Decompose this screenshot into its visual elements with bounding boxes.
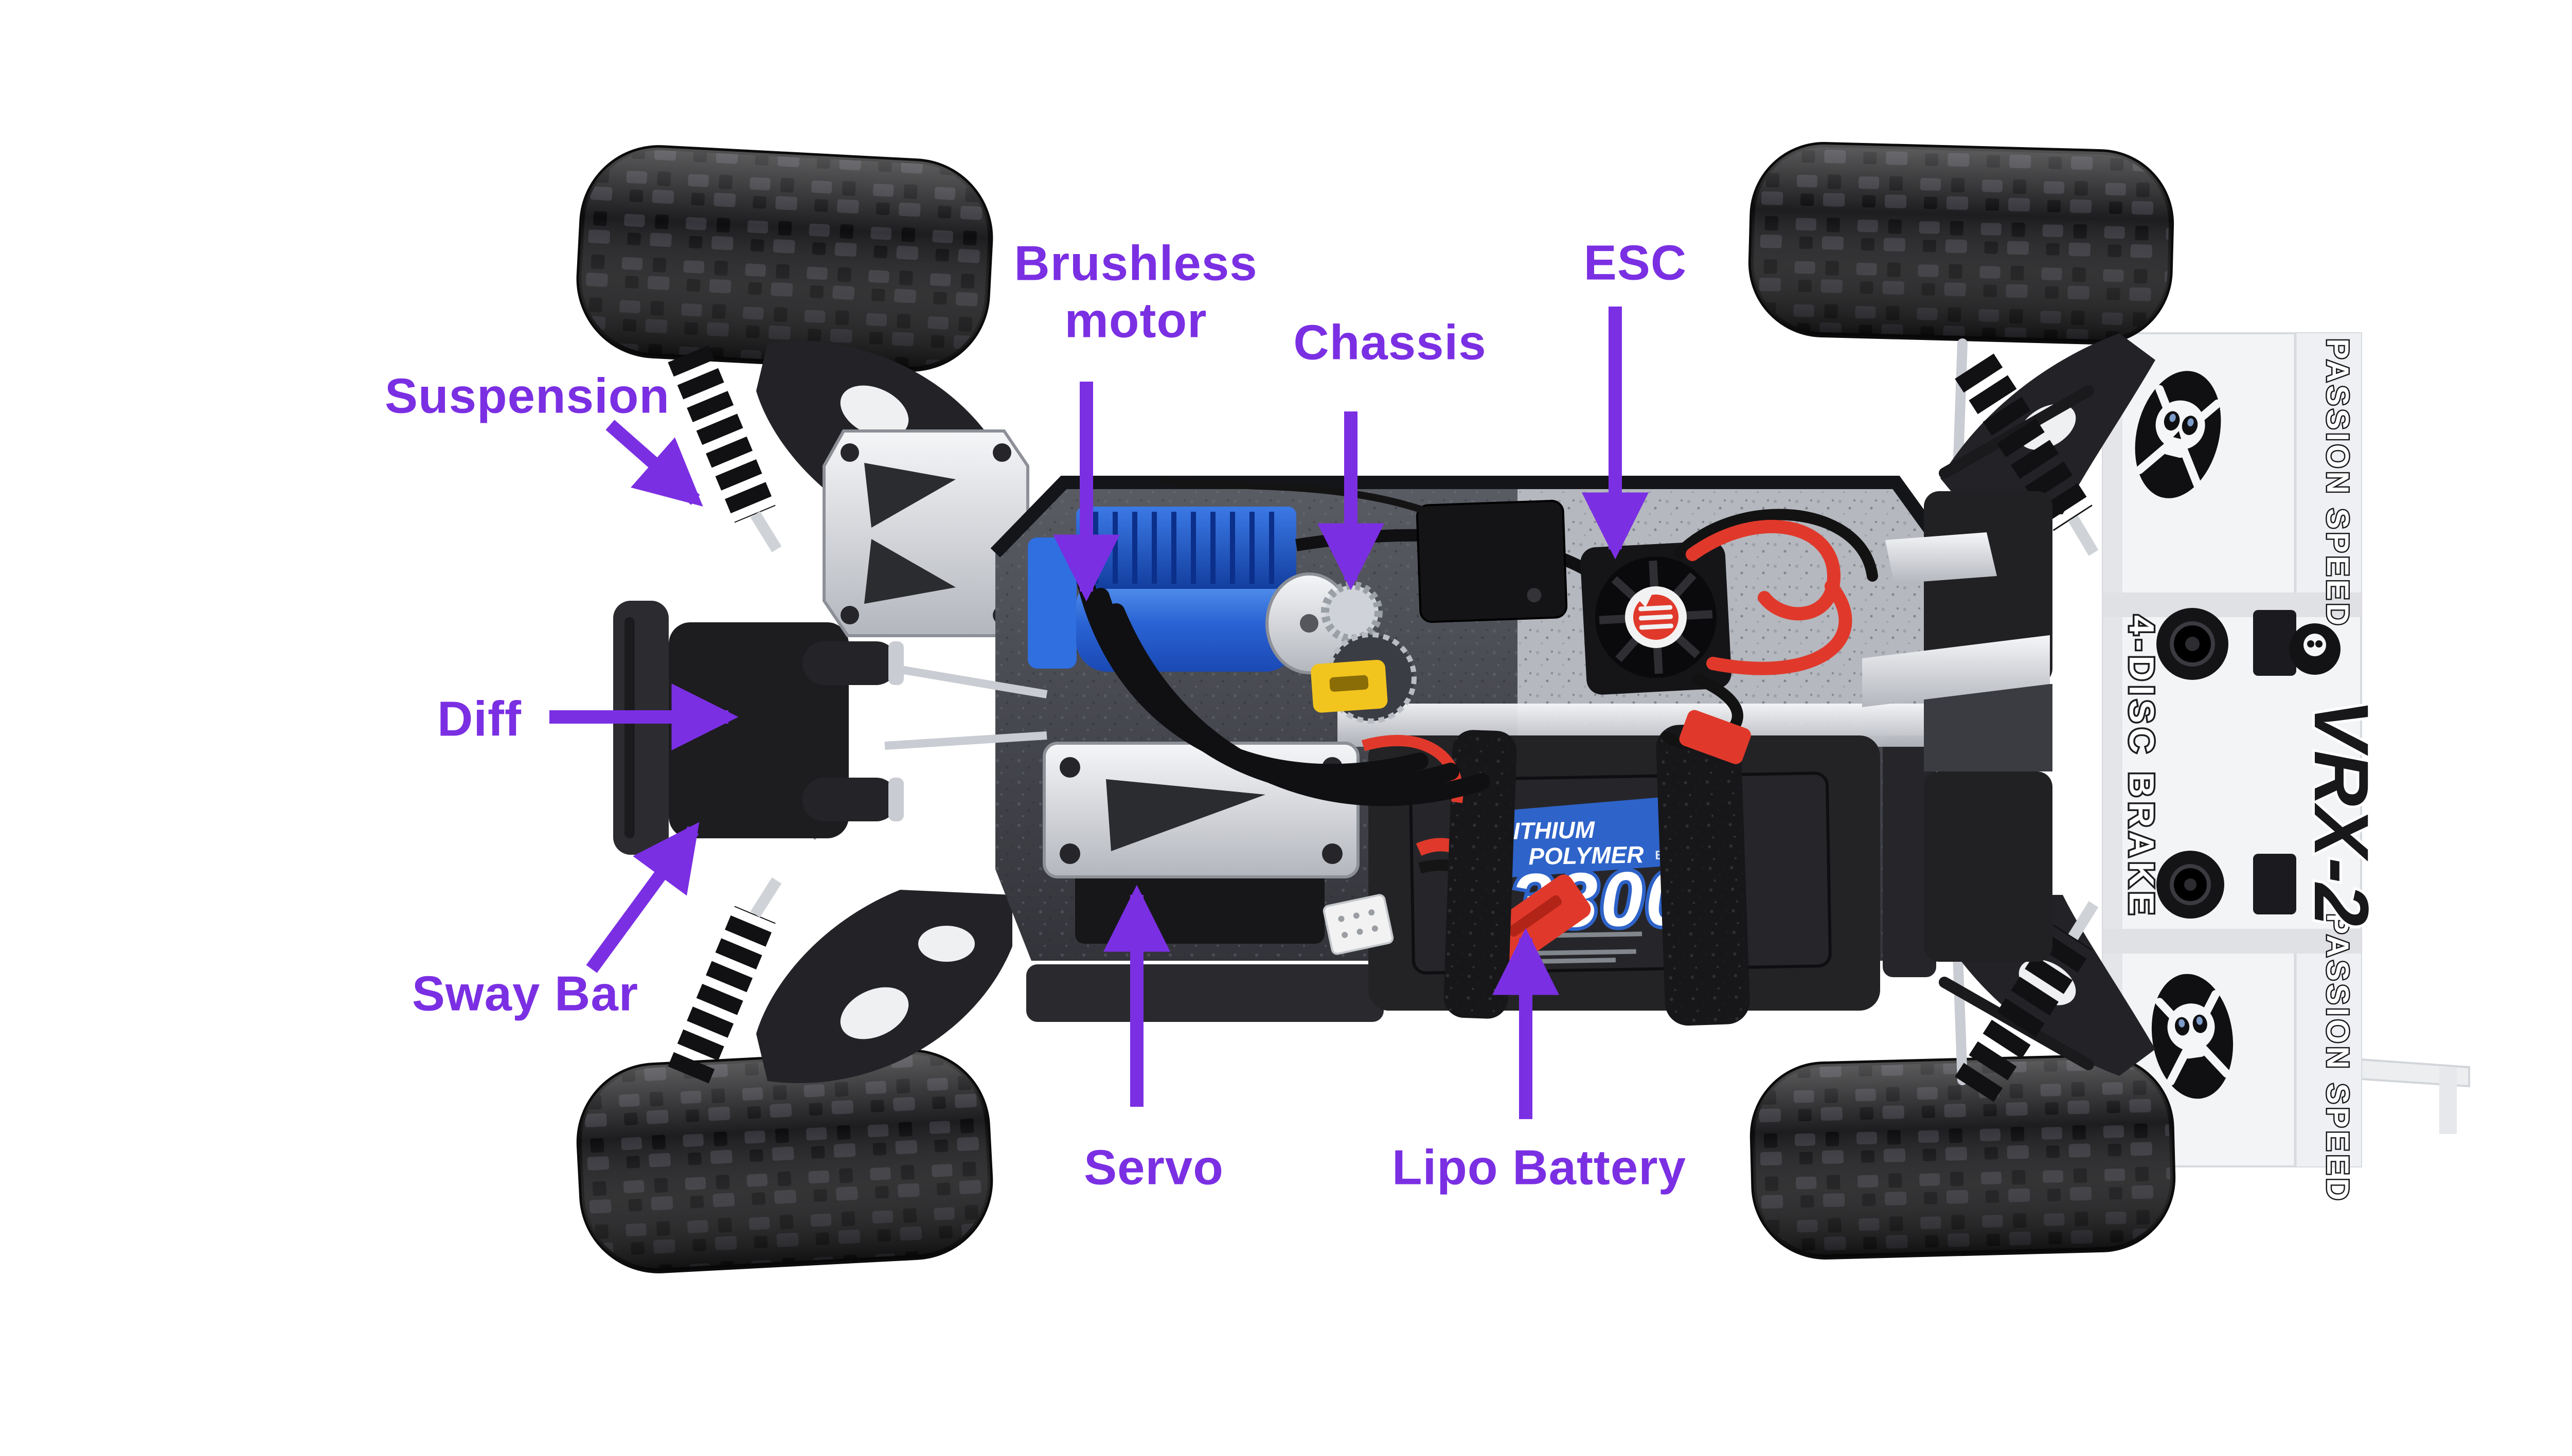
rear-bulkhead (1862, 491, 2052, 962)
wing-slogan-top: PASSION SPEED (2320, 338, 2355, 628)
yellow-clamp (1311, 659, 1388, 713)
front-diff-gearbox (669, 622, 904, 838)
wing-rib-1 (2103, 592, 2361, 617)
steering-turnbuckles (884, 664, 1048, 750)
motor-heatsink (1076, 507, 1296, 589)
wing-stay-post (2439, 1067, 2457, 1134)
label-chassis: Chassis (1293, 315, 1487, 370)
label-brushless-motor: Brushless motor (1014, 236, 1258, 348)
pinion-gear (1321, 581, 1383, 643)
suspension-arrow (605, 420, 703, 507)
label-servo: Servo (1084, 1140, 1224, 1195)
tire-front-left (576, 145, 993, 372)
rear-top-mount (1885, 532, 1997, 584)
rear-wing: PASSION SPEED PASSION SPEED 4-DISC BRAKE… (2102, 332, 2470, 1205)
tire-front-right (1748, 142, 2174, 345)
esc-unit (1580, 541, 1731, 695)
right-side-guard (1883, 735, 1936, 977)
sway-bar-arrow (586, 822, 700, 973)
battery-brand-line2: POLYMER (1528, 841, 1644, 870)
wing-brand-text: VRX-2 (2298, 699, 2385, 926)
wing-rib-2 (2103, 929, 2361, 954)
skull-decal-bottom (2151, 974, 2234, 1099)
shock-absorbers (668, 345, 2099, 1102)
wing-slogan-bottom: PASSION SPEED (2320, 913, 2355, 1203)
skull-decal-top (2135, 371, 2222, 498)
label-esc: ESC (1583, 235, 1687, 291)
wing-brand-logo: VRX-2 (2289, 623, 2387, 929)
wing-mount-block-2 (2253, 854, 2296, 914)
brushless-motor (1028, 507, 1417, 724)
wing-mount-block-1 (2253, 610, 2296, 676)
battery-brand-line1: LITHIUM (1498, 816, 1596, 844)
label-suspension: Suspension (384, 368, 670, 424)
left-side-guard (1026, 964, 1384, 1022)
motor-mount (1028, 537, 1077, 669)
antenna-wire (1159, 477, 1437, 518)
wing-band-bottom (2295, 951, 2361, 1166)
label-diff: Diff (437, 691, 522, 747)
front-bumper (613, 601, 669, 855)
label-sway-bar: Sway Bar (412, 966, 639, 1021)
wing-disc-brake-decal: 4-DISC BRAKE (2122, 615, 2161, 920)
rear-silver-brace (1862, 635, 2050, 707)
annotation-arrows (549, 307, 1649, 1119)
esc-plug (1679, 710, 1751, 764)
tire-rear-right (1749, 1054, 2176, 1260)
wing-band-top (2295, 333, 2361, 592)
servo-connector (1323, 894, 1394, 955)
motor-cables (1077, 572, 1490, 806)
receiver-box (1416, 499, 1568, 623)
wing-grommets (2156, 608, 2228, 919)
label-lipo-battery: Lipo Battery (1391, 1140, 1687, 1195)
